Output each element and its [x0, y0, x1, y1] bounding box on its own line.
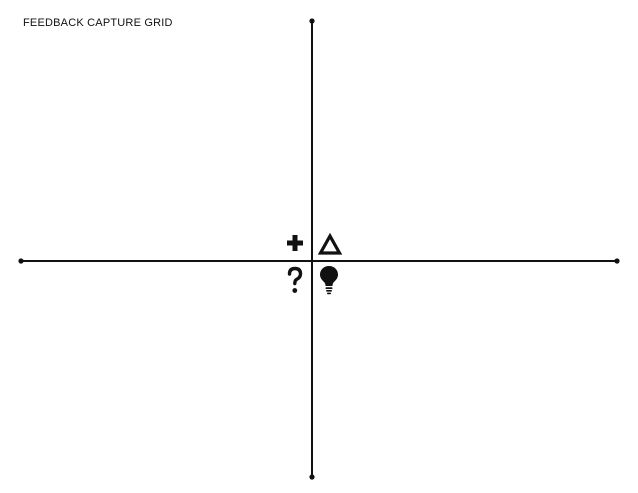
vertical-axis-bottom-endpoint: [309, 474, 315, 480]
vertical-axis-top-endpoint: [309, 18, 315, 24]
lightbulb-icon: [320, 266, 338, 295]
horizontal-axis-right-endpoint: [614, 258, 620, 264]
delta-triangle-icon: [317, 232, 343, 255]
question-mark-icon: [287, 266, 303, 293]
page-title: FEEDBACK CAPTURE GRID: [23, 17, 173, 29]
horizontal-axis-left-endpoint: [18, 258, 24, 264]
plus-icon: [287, 235, 303, 251]
